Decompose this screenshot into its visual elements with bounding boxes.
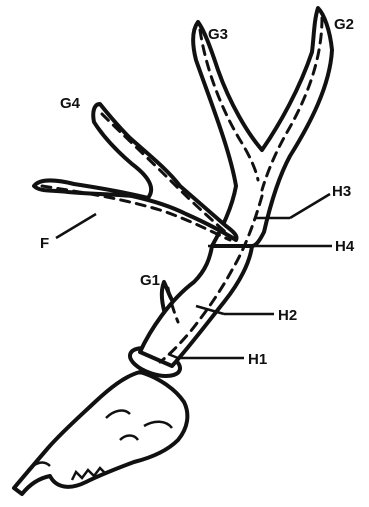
main-beam-upper — [193, 8, 332, 246]
label-g1: G1 — [140, 272, 160, 289]
skull — [14, 372, 187, 494]
g4-f-tines — [34, 104, 237, 240]
label-g3: G3 — [208, 26, 228, 43]
h3-leader — [290, 194, 330, 218]
label-h1: H1 — [248, 351, 267, 368]
label-h3: H3 — [332, 183, 351, 200]
label-h2: H2 — [278, 307, 297, 324]
f-leader — [56, 214, 96, 238]
label-g2: G2 — [334, 16, 354, 33]
label-f: F — [40, 235, 49, 252]
label-g4: G4 — [60, 95, 81, 112]
label-h4: H4 — [335, 238, 355, 255]
